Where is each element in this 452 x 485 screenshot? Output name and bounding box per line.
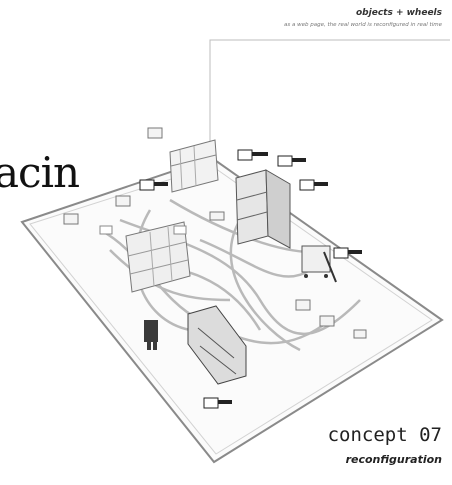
leader-line bbox=[210, 40, 450, 150]
overlay-text-fragment: acin bbox=[0, 152, 79, 194]
concept-title: concept 07 bbox=[328, 426, 442, 445]
header-subtitle: as a web page, the real world is reconfi… bbox=[284, 22, 442, 28]
floor-outline bbox=[22, 158, 442, 462]
header-title: objects + wheels bbox=[356, 8, 442, 18]
concept-subtitle: reconfiguration bbox=[346, 454, 442, 465]
tall-shelf bbox=[236, 170, 290, 248]
